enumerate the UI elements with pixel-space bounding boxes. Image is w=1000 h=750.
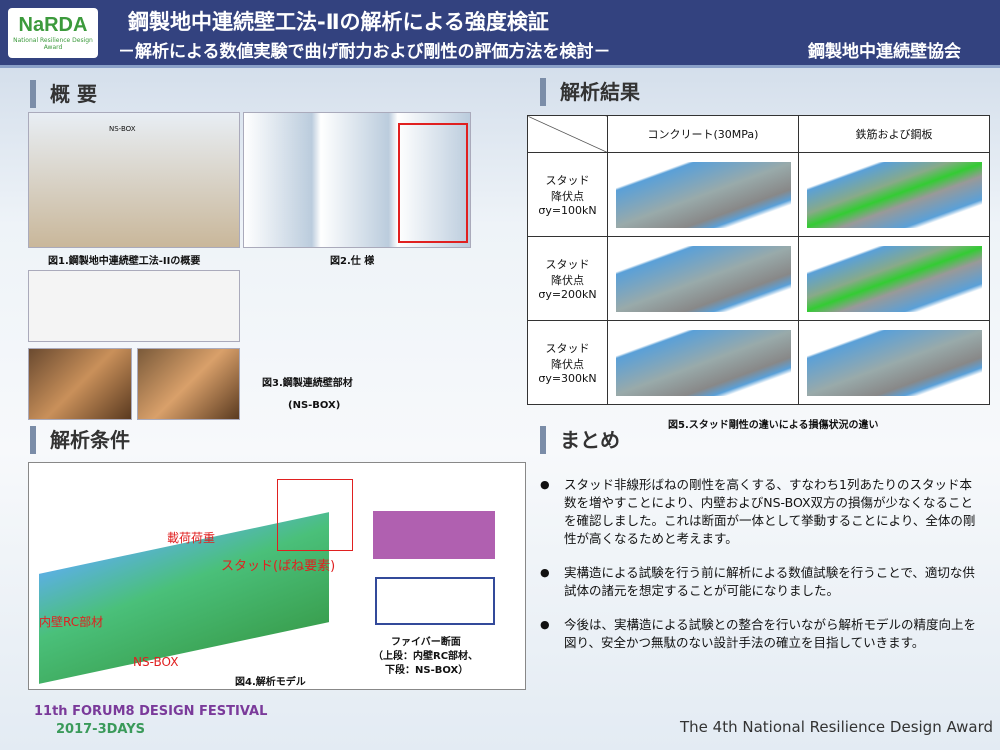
award-name: The 4th National Resilience Design Award: [680, 718, 994, 736]
list-item: 今後は、実構造による試験との整合を行いながら解析モデルの精度向上を図り、安全かつ…: [540, 616, 980, 652]
fiber-l1: （上段：内壁RC部材、: [373, 651, 479, 662]
row-l2: 降伏点: [551, 358, 584, 371]
heading-results: 解析結果: [540, 78, 660, 106]
figure3-drawing: [28, 270, 240, 342]
result-image: [806, 161, 982, 228]
fiber-section-nsbox: [375, 577, 495, 625]
row-l3: σy=200kN: [538, 288, 597, 301]
fig1-caption: 図1.鋼製地中連続壁工法-IIの概要: [48, 256, 201, 267]
fiber-l2: 下段：NS-BOX）: [385, 665, 469, 676]
fig4-caption: 図4.解析モデル: [235, 677, 306, 688]
logo-sub: National Resilience Design Award: [13, 37, 93, 51]
fig5-caption: 図5.スタッド剛性の違いによる損傷状況の違い: [668, 420, 879, 431]
summary-list: スタッド非線形ばねの剛性を高くする、すなわち1列あたりのスタッド本数を増やすこと…: [540, 476, 980, 668]
heading-overview: 概 要: [30, 80, 140, 108]
result-image: [806, 329, 982, 396]
spring-graph: [277, 479, 353, 551]
col-steel: 鉄筋および鋼板: [798, 115, 990, 153]
row-l2: 降伏点: [551, 274, 584, 287]
fig2-caption: 図2.仕 様: [330, 256, 375, 267]
forum8-year: 2017-3DAYS: [56, 722, 146, 737]
row-l3: σy=300kN: [538, 372, 597, 385]
fig3-caption: 図3.鋼製連続壁部材: [262, 378, 353, 389]
page-subtitle: －解析による数値実験で曲げ耐力および剛性の評価方法を検討－: [118, 42, 611, 62]
load-label: 載荷荷重: [167, 531, 216, 545]
heading-summary: まとめ: [540, 426, 650, 454]
fig1-label: NS-BOX: [109, 125, 136, 133]
result-image: [806, 245, 982, 312]
row-l1: スタッド: [545, 174, 590, 187]
fig3-sub: (NS-BOX): [288, 400, 341, 411]
row-l1: スタッド: [545, 342, 590, 355]
result-image: [615, 329, 791, 396]
figure3-photo-1: [28, 348, 132, 420]
row-l2: 降伏点: [551, 190, 584, 203]
list-item: スタッド非線形ばねの剛性を高くする、すなわち1列あたりのスタッド本数を増やすこと…: [540, 476, 980, 548]
forum8-logo: 11th FORUM8 DESIGN FESTIVAL: [34, 704, 268, 719]
stud-label: スタッド(ばね要素): [221, 559, 336, 574]
figure1-image: NS-BOX: [28, 112, 240, 248]
fiber-title: ファイバー断面: [391, 637, 461, 648]
row-l1: スタッド: [545, 258, 590, 271]
organization: 鋼製地中連続壁協会: [808, 42, 961, 62]
result-image: [615, 161, 791, 228]
figure3-photo-2: [137, 348, 240, 420]
result-image: [615, 245, 791, 312]
col-concrete: コンクリート(30MPa): [607, 115, 799, 153]
list-item: 実構造による試験を行う前に解析による数値試験を行うことで、適切な供試体の諸元を想…: [540, 564, 980, 600]
nsbox-label: NS-BOX: [133, 655, 179, 669]
heading-conditions: 解析条件: [30, 426, 160, 454]
corner-cell: [527, 115, 608, 153]
figure2-image: [243, 112, 471, 248]
page-title: 鋼製地中連続壁工法-Ⅱの解析による強度検証: [128, 10, 549, 34]
fiber-section-rc: [373, 511, 495, 559]
logo-text: NaRDA: [18, 14, 88, 36]
analysis-model-panel: 載荷荷重 スタッド(ばね要素) 内壁RC部材 NS-BOX ファイバー断面 （上…: [28, 462, 526, 690]
row-l3: σy=100kN: [538, 204, 597, 217]
inner-label: 内壁RC部材: [39, 615, 104, 629]
